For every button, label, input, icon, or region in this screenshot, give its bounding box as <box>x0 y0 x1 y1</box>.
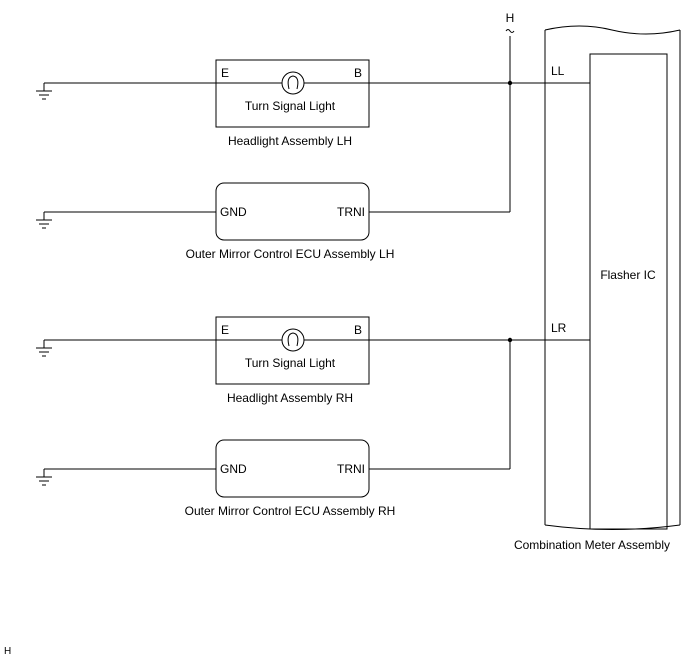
headlight-rh-pin-b: B <box>354 323 362 337</box>
flasher-ic-label: Flasher IC <box>600 268 656 282</box>
mirror-rh-pin-trni: TRNI <box>337 462 365 476</box>
headlight-lh-pin-b: B <box>354 66 362 80</box>
mirror-lh-pin-gnd: GND <box>220 205 247 219</box>
headlight-rh-component: Turn Signal Light <box>245 356 336 370</box>
headlight-rh-pin-e: E <box>221 323 229 337</box>
mirror-ecu-rh: GND TRNI Outer Mirror Control ECU Assemb… <box>185 439 396 518</box>
connector-h-label: H <box>506 11 515 25</box>
rh-wiring <box>44 337 590 470</box>
meter-pin-ll: LL <box>551 64 565 78</box>
headlight-assembly-rh: E B Turn Signal Light Headlight Assembly… <box>215 316 370 405</box>
headlight-rh-title: Headlight Assembly RH <box>227 391 353 405</box>
bulb-icon <box>281 328 305 352</box>
mirror-rh-pin-gnd: GND <box>220 462 247 476</box>
bulb-icon <box>281 71 305 95</box>
mirror-lh-pin-trni: TRNI <box>337 205 365 219</box>
splice-dot-rh <box>507 337 513 343</box>
headlight-lh-component: Turn Signal Light <box>245 99 336 113</box>
ground-icon <box>36 212 52 229</box>
connector-h-break <box>505 29 515 33</box>
footer-code: H <box>4 646 11 657</box>
ground-icon <box>36 83 52 100</box>
ground-icon <box>36 340 52 357</box>
meter-pin-lr: LR <box>551 321 567 335</box>
combination-meter: Flasher IC LL LR Combination Meter Assem… <box>514 25 681 552</box>
mirror-rh-title: Outer Mirror Control ECU Assembly RH <box>185 504 396 518</box>
ground-icon <box>36 469 52 486</box>
headlight-lh-pin-e: E <box>221 66 229 80</box>
lh-wiring <box>44 36 590 213</box>
flasher-ic-box <box>589 53 668 530</box>
headlight-assembly-lh: E B Turn Signal Light Headlight Assembly… <box>215 59 370 148</box>
splice-dot-lh <box>507 80 513 86</box>
meter-title: Combination Meter Assembly <box>514 538 670 552</box>
mirror-ecu-lh: GND TRNI Outer Mirror Control ECU Assemb… <box>186 182 395 261</box>
headlight-lh-title: Headlight Assembly LH <box>228 134 352 148</box>
mirror-lh-title: Outer Mirror Control ECU Assembly LH <box>186 247 395 261</box>
